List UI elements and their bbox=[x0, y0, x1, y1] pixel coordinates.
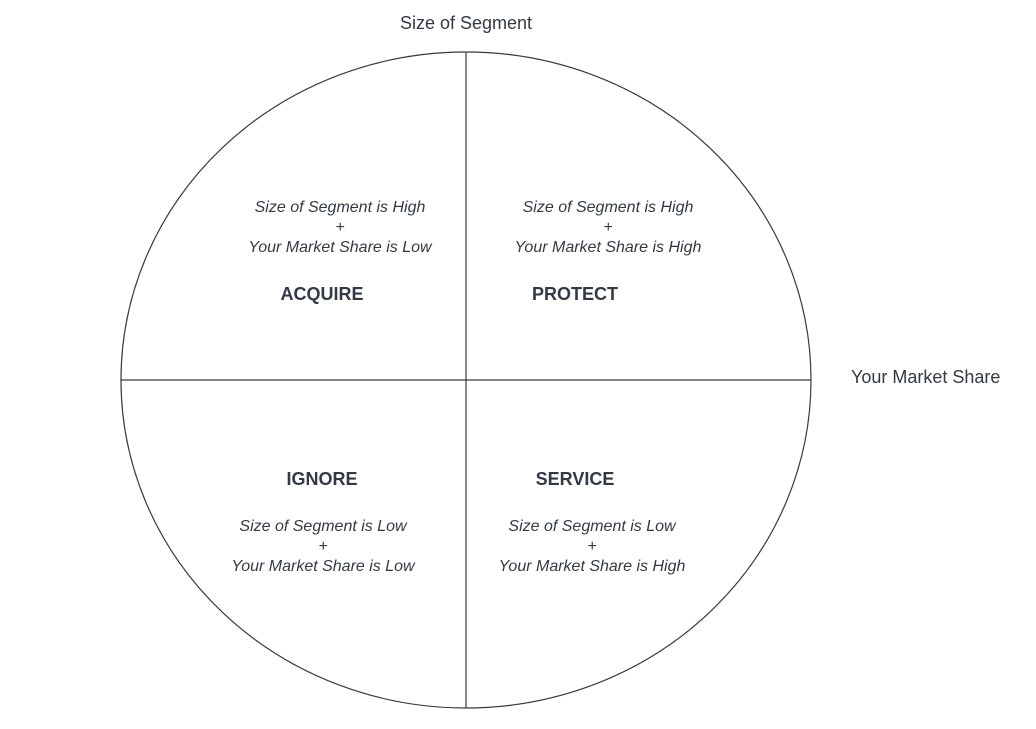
quadrant-protect-line1: Size of Segment is High bbox=[522, 199, 694, 216]
quadrant-acquire-title: ACQUIRE bbox=[280, 284, 364, 304]
quadrant-ignore-title: IGNORE bbox=[286, 469, 358, 489]
quadrant-ignore-line1: Size of Segment is Low bbox=[239, 518, 407, 535]
quadrant-ignore-description: Size of Segment is Low + Your Market Sha… bbox=[231, 517, 414, 577]
quadrant-service-title: SERVICE bbox=[535, 469, 615, 489]
vertical-axis-label: Size of Segment bbox=[399, 13, 533, 33]
quadrant-service-description: Size of Segment is Low + Your Market Sha… bbox=[499, 517, 686, 577]
quadrant-acquire-line2: Your Market Share is Low bbox=[248, 239, 432, 256]
quadrant-service-line1: Size of Segment is Low bbox=[508, 518, 676, 535]
quadrant-service-plus: + bbox=[587, 538, 597, 555]
quadrant-protect-plus: + bbox=[603, 219, 613, 236]
quadrant-protect-title: PROTECT bbox=[531, 284, 619, 304]
quadrant-acquire-line1: Size of Segment is High bbox=[254, 199, 426, 216]
quadrant-ignore-plus: + bbox=[318, 538, 328, 555]
quadrant-acquire-description: Size of Segment is High + Your Market Sh… bbox=[248, 198, 431, 258]
quadrant-acquire-plus: + bbox=[335, 219, 345, 236]
quadrant-protect-line2: Your Market Share is High bbox=[514, 239, 702, 256]
quadrant-ignore-line2: Your Market Share is Low bbox=[231, 558, 415, 575]
quadrant-protect-description: Size of Segment is High + Your Market Sh… bbox=[515, 198, 702, 258]
quadrant-service-line2: Your Market Share is High bbox=[498, 558, 686, 575]
horizontal-axis-label: Your Market Share bbox=[851, 367, 1001, 387]
